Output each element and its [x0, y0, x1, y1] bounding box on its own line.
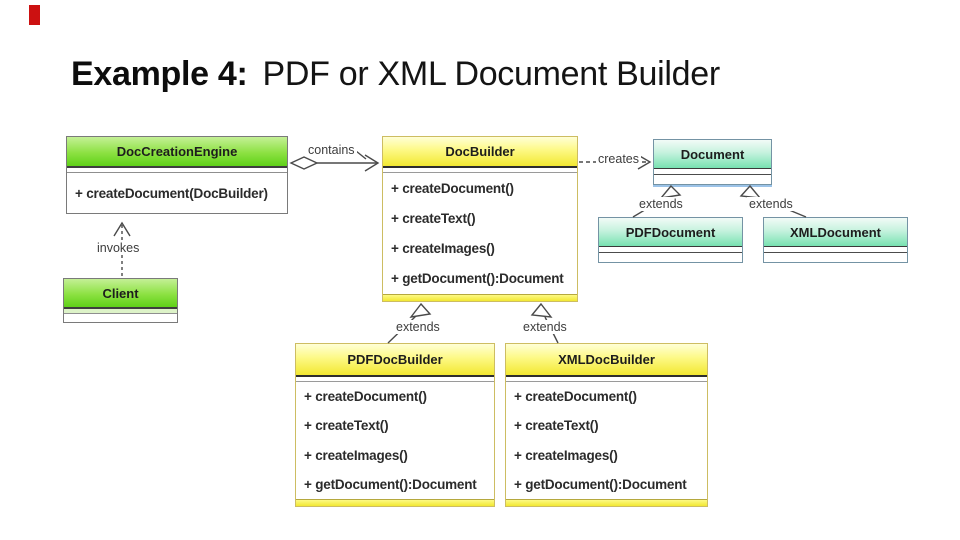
extends-label-pdf-document: extends: [637, 197, 685, 212]
aggregation-diamond-icon: [289, 156, 319, 170]
attributes-compartment: [67, 168, 287, 173]
attributes-compartment: [599, 247, 742, 253]
method-item: + createText(): [391, 210, 476, 226]
method-item: + createDocument(DocBuilder): [75, 185, 268, 201]
class-doc-creation-engine-title: DocCreationEngine: [67, 137, 287, 168]
methods-compartment: [599, 253, 742, 262]
creates-label: creates: [596, 152, 641, 167]
methods-compartment: + createDocument(DocBuilder): [67, 173, 287, 213]
slide-red-marker: [29, 5, 40, 25]
class-pdf-doc-builder-title: PDFDocBuilder: [296, 344, 494, 377]
class-pdf-document-title: PDFDocument: [599, 218, 742, 247]
footer-compartment: [506, 499, 707, 506]
class-xml-document: XMLDocument: [763, 217, 908, 263]
extends-label-pdf-doc-builder: extends: [394, 320, 442, 335]
class-pdf-doc-builder: PDFDocBuilder + createDocument() + creat…: [295, 343, 495, 507]
method-item: + createText(): [304, 418, 389, 434]
methods-compartment: + createDocument() + createText() + crea…: [296, 382, 494, 499]
method-item: + createDocument(): [514, 389, 637, 405]
extends-label-xml-doc-builder: extends: [521, 320, 569, 335]
footer-compartment: [296, 499, 494, 506]
methods-compartment: [764, 253, 907, 262]
method-item: + createDocument(): [391, 180, 514, 196]
attributes-compartment: [64, 309, 177, 314]
method-item: + getDocument():Document: [304, 476, 477, 492]
method-item: + createDocument(): [304, 389, 427, 405]
class-document: Document: [653, 139, 772, 185]
class-xml-doc-builder-title: XMLDocBuilder: [506, 344, 707, 377]
open-arrowhead-icon: [113, 221, 131, 237]
slide-title: Example 4: PDF or XML Document Builder: [71, 55, 720, 94]
open-arrowhead-icon: [364, 154, 380, 172]
generalization-triangle-icon: [409, 302, 432, 318]
attributes-compartment: [654, 169, 771, 175]
class-doc-creation-engine: DocCreationEngine + createDocument(DocBu…: [66, 136, 288, 214]
method-item: + getDocument():Document: [514, 476, 687, 492]
methods-compartment: + createDocument() + createText() + crea…: [383, 173, 577, 294]
footer-compartment: [383, 294, 577, 301]
class-xml-doc-builder: XMLDocBuilder + createDocument() + creat…: [505, 343, 708, 507]
methods-compartment: + createDocument() + createText() + crea…: [506, 382, 707, 499]
extends-label-xml-document: extends: [747, 197, 795, 212]
class-doc-builder-title: DocBuilder: [383, 137, 577, 168]
method-item: + createImages(): [514, 447, 618, 463]
methods-compartment: [64, 314, 177, 322]
slide-title-prefix: Example 4:: [71, 55, 248, 93]
class-doc-builder: DocBuilder + createDocument() + createTe…: [382, 136, 578, 302]
attributes-compartment: [764, 247, 907, 253]
method-item: + createText(): [514, 418, 599, 434]
attributes-compartment: [296, 377, 494, 382]
class-client-title: Client: [64, 279, 177, 309]
contains-label: contains: [306, 143, 357, 158]
method-item: + getDocument():Document: [391, 271, 564, 287]
class-document-title: Document: [654, 140, 771, 169]
methods-compartment: [654, 175, 771, 184]
attributes-compartment: [383, 168, 577, 173]
generalization-triangle-icon: [530, 302, 553, 318]
invokes-label: invokes: [95, 241, 142, 256]
class-xml-document-title: XMLDocument: [764, 218, 907, 247]
method-item: + createImages(): [391, 241, 495, 257]
method-item: + createImages(): [304, 447, 408, 463]
class-pdf-document: PDFDocument: [598, 217, 743, 263]
slide-title-text: PDF or XML Document Builder: [262, 55, 721, 93]
attributes-compartment: [506, 377, 707, 382]
class-client: Client: [63, 278, 178, 323]
